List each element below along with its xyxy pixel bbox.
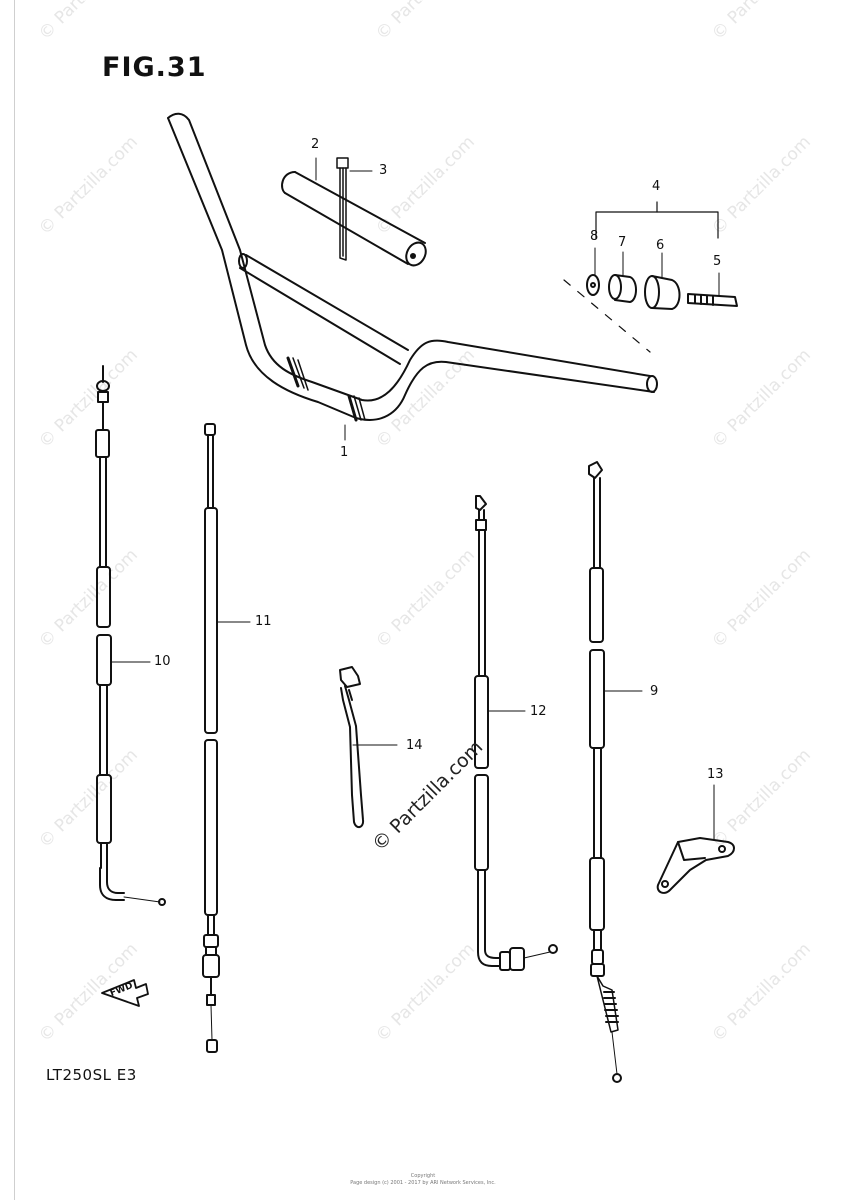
callout-14: 14 — [406, 738, 423, 753]
lever-part-14 — [339, 666, 365, 828]
callout-6: 6 — [656, 238, 665, 253]
cable-part-9 — [588, 461, 622, 1083]
footer-page-design: Page design (c) 2001 - 2017 by ARI Netwo… — [350, 1180, 496, 1186]
cable-part-12 — [474, 495, 558, 971]
bar-end-weight-set-part-4 — [586, 274, 738, 310]
throttle-cable-part-10 — [95, 365, 166, 906]
callout-2: 2 — [311, 137, 320, 152]
leader-lines — [110, 157, 720, 841]
callout-12: 12 — [530, 704, 547, 719]
footer-copyright: Copyright — [410, 1173, 436, 1179]
page-edge-line — [14, 0, 15, 1200]
callout-9: 9 — [650, 684, 659, 699]
tie-band-part-3 — [336, 157, 349, 261]
callout-8: 8 — [590, 229, 599, 244]
callout-11: 11 — [255, 614, 272, 629]
callout-5: 5 — [713, 254, 722, 269]
grip-pad-part-2 — [281, 171, 427, 267]
callout-10: 10 — [154, 654, 171, 669]
callout-7: 7 — [618, 235, 627, 250]
callout-13: 13 — [707, 767, 724, 782]
callout-4: 4 — [652, 179, 661, 194]
bracket-part-13 — [656, 837, 735, 894]
weight-assembly-bracket — [563, 201, 719, 353]
figure-title: FIG.31 — [102, 52, 207, 83]
callout-1: 1 — [340, 445, 349, 460]
model-label: LT250SL E3 — [46, 1066, 137, 1084]
handlebar-part-1 — [167, 112, 658, 422]
fwd-arrow-icon — [101, 979, 149, 1007]
cable-part-11 — [202, 423, 220, 1053]
callout-3: 3 — [379, 163, 388, 178]
